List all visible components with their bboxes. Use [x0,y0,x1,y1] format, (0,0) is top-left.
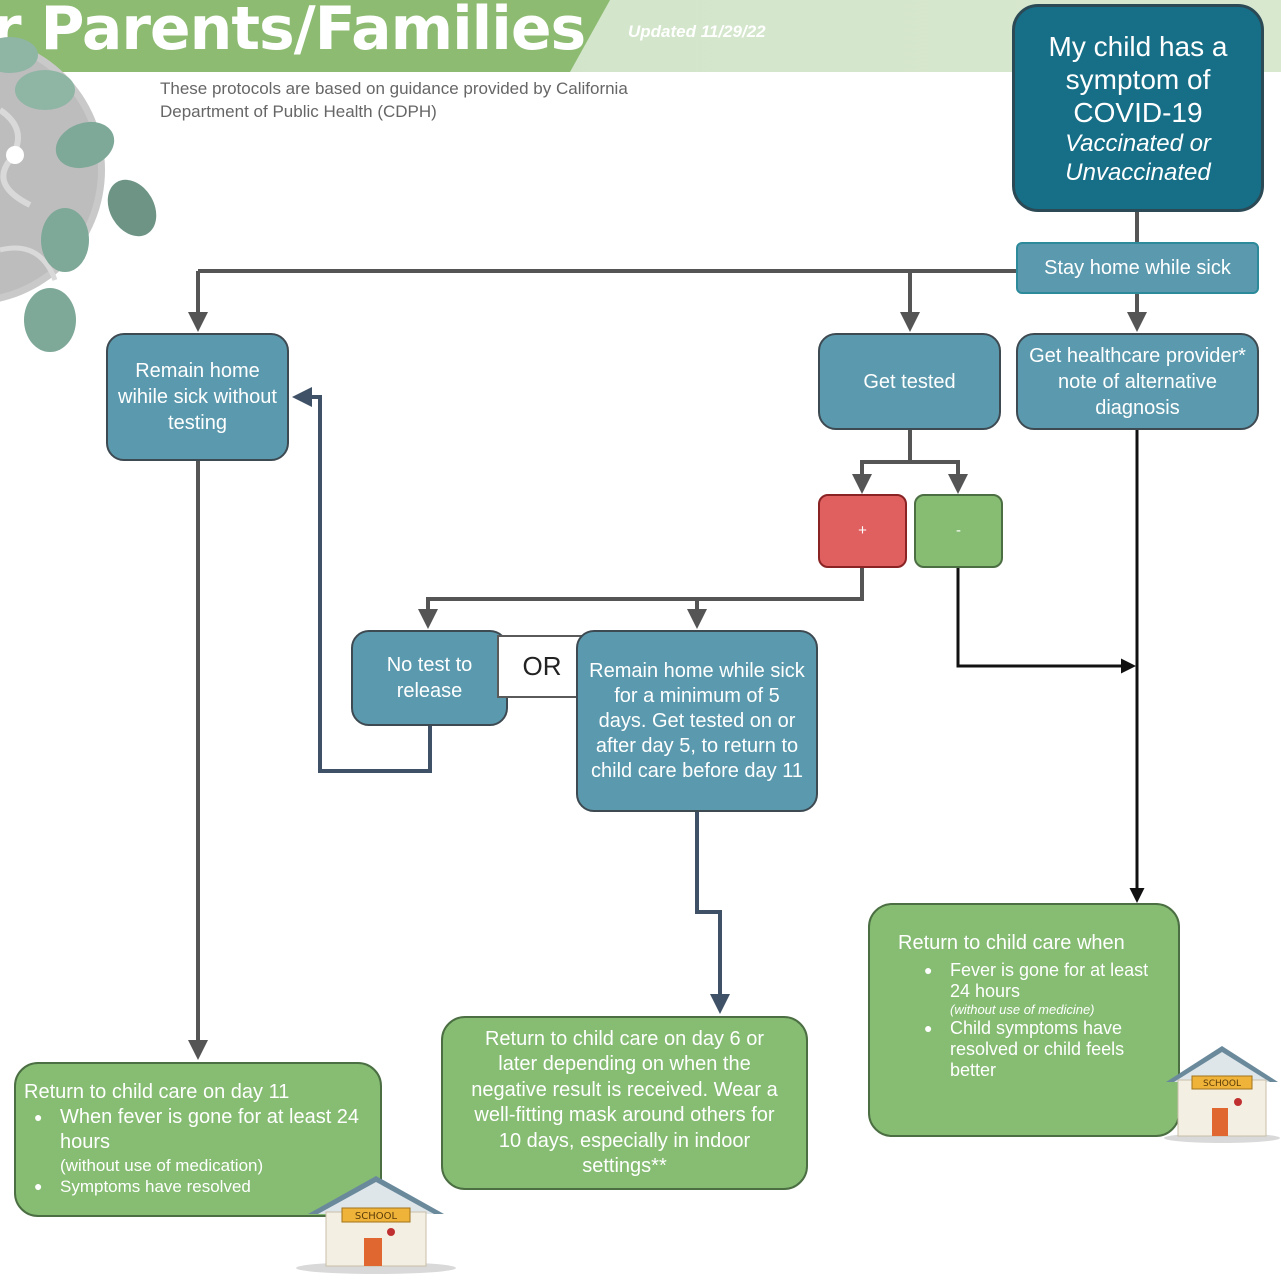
return-day-11-bullet-symptoms: Symptoms have resolved [34,1176,372,1197]
negative-result-box: - [914,494,1003,568]
fever-condition-note: (without use of medication) [60,1156,264,1175]
guidance-note: These protocols are based on guidance pr… [160,79,628,121]
page-title: r Parents/Families [0,0,586,64]
stay-home-box: Stay home while sick [1016,242,1259,294]
remain-minimum-5-days-box: Remain home while sick for a minimum of … [576,630,818,812]
provider-note-box: Get healthcare provider* note of alterna… [1016,333,1259,430]
return-when-bullet-fever: Fever is gone for at least 24 hours (wit… [924,960,1152,1018]
school-icon: SCHOOL [296,1176,456,1274]
start-symptom-text: My child has a symptom of COVID-19 [1048,30,1228,128]
return-day-11-bullet-fever: When fever is gone for at least 24 hours… [34,1105,372,1176]
return-day-11-box: Return to child care on day 11 When feve… [14,1062,382,1217]
fever-gone-note: (without use of medicine) [950,1002,1095,1017]
return-day-6-box: Return to child care on day 6 or later d… [441,1016,808,1190]
fever-condition-text: When fever is gone for at least 24 hours [60,1106,360,1153]
or-label: OR [497,635,587,698]
return-when-box: Return to child care when Fever is gone … [868,903,1180,1137]
positive-result-box: + [818,494,907,568]
school-sign-text: SCHOOL [355,1211,398,1222]
virus-icon [0,37,157,352]
updated-date: Updated 11/29/22 [628,22,766,41]
get-tested-box: Get tested [818,333,1001,430]
return-when-bullet-symptoms: Child symptoms have resolved or child fe… [924,1018,1152,1081]
return-when-heading: Return to child care when [898,932,1125,954]
return-day-11-heading: Return to child care on day 11 [24,1081,290,1103]
remain-home-no-test-box: Remain home wihile sick without testing [106,333,289,461]
header-title-band [0,0,610,72]
school-icon: SCHOOL [1164,1046,1280,1143]
fever-gone-text: Fever is gone for at least 24 hours [950,960,1149,1001]
vaccination-status-text: Vaccinated or Unvaccinated [1065,129,1211,186]
no-test-release-box: No test to release [351,630,508,726]
start-symptom-box: My child has a symptom of COVID-19 Vacci… [1012,4,1264,212]
school-sign-text: SCHOOL [1203,1079,1241,1089]
